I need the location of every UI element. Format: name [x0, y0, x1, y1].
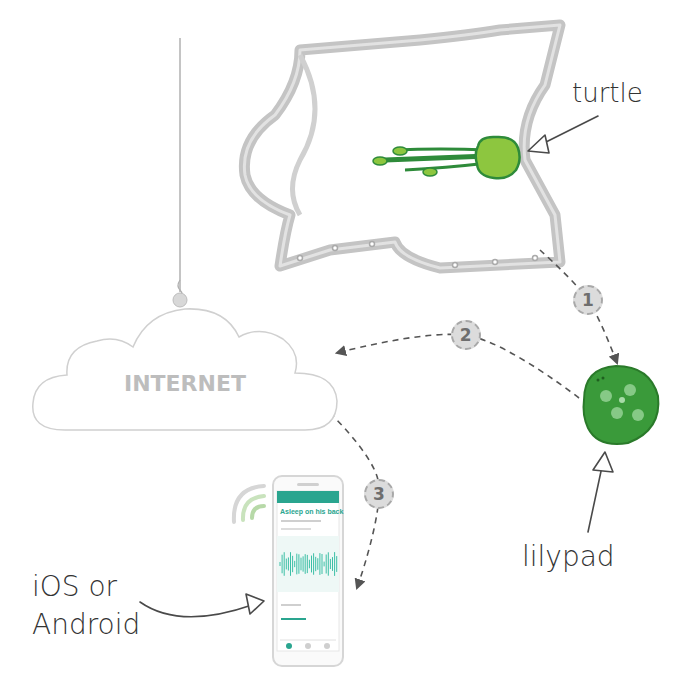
flow-arrow [540, 250, 617, 363]
phone-node: iOS or Android [25, 470, 355, 670]
cloud-node: INTERNET [25, 295, 345, 455]
callout-number: 1 [573, 285, 603, 315]
platform-label: iOS or Android [32, 568, 182, 644]
string-bead [173, 293, 187, 307]
turtle-sensor [373, 137, 520, 178]
onesie-seam [244, 25, 560, 268]
snap-buttons [298, 242, 538, 268]
part-label: lilypad [522, 540, 615, 573]
lilypad-node: lilypad [515, 360, 680, 600]
lilypad-board [584, 366, 659, 444]
part-label: turtle [572, 78, 643, 108]
hanging-string [179, 38, 181, 292]
screen-text: Asleep on his back [280, 508, 343, 515]
waveform [280, 552, 337, 576]
onesie-fold [293, 55, 316, 215]
onesie [244, 25, 560, 268]
cloud-label: INTERNET [124, 371, 246, 396]
wifi-signal [234, 486, 264, 522]
callout-number: 2 [451, 320, 481, 350]
smartphone [273, 476, 343, 666]
onesie-outline [244, 25, 560, 268]
onesie-node: turtle [240, 28, 680, 278]
callout-number: 3 [364, 479, 394, 509]
